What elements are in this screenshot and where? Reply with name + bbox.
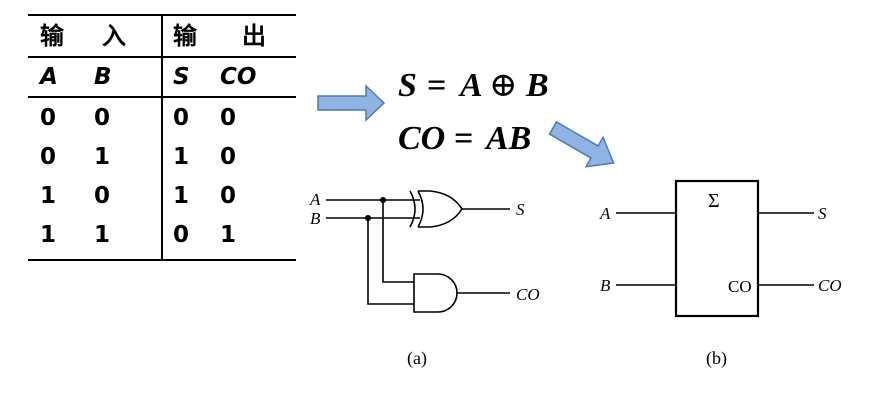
cell-r1-b: 0 [94,105,111,131]
column-header-s: S [173,64,190,90]
cell-r1-a: 0 [40,105,57,131]
junction-dot-b [365,215,371,221]
down-right-arrow-icon [548,120,615,168]
cell-r4-s: 0 [173,222,190,248]
cell-r2-co: 0 [220,144,237,170]
sum-eq-lhs: S [398,67,417,104]
carry-eq-equals: = [454,120,473,157]
cell-r2-b: 1 [94,144,111,170]
cell-r4-a: 1 [40,222,57,248]
circuit-b-input-b: B [600,276,611,295]
header-input-char-1: 输 [40,22,64,50]
sum-equation: S = A ⊕ B [398,67,549,104]
truth-table: 输 入 输 出 A B S CO 0 0 0 0 0 1 1 0 1 0 1 0… [28,14,296,261]
circuit-a-output-co: CO [516,285,540,304]
cell-r3-co: 0 [220,183,237,209]
half-adder-block [674,179,760,318]
caption-b: (b) [706,348,727,369]
circuit-b [616,179,814,318]
sigma-symbol: Σ [708,190,720,212]
sum-eq-b: B [525,67,549,104]
cell-r3-b: 0 [94,183,111,209]
block-internal-co-label: CO [728,277,752,296]
cell-r4-co: 1 [220,222,237,248]
carry-eq-lhs: CO [398,120,445,157]
column-header-a: A [40,64,58,90]
xor-gate [409,190,463,228]
circuit-a-input-b: B [310,209,321,228]
cell-r3-a: 1 [40,183,57,209]
column-header-b: B [94,64,112,90]
header-input-char-2: 入 [102,22,126,50]
cell-r2-a: 0 [40,144,57,170]
header-output-char-2: 出 [242,22,266,50]
and-gate [413,273,458,313]
header-output-char-1: 输 [173,22,197,50]
right-arrow-icon [317,84,386,122]
circuit-a-output-s: S [516,200,525,219]
cell-r4-b: 1 [94,222,111,248]
cell-r1-co: 0 [220,105,237,131]
circuit-a [326,190,510,313]
table-column-divider [161,14,163,261]
carry-eq-rhs: AB [484,120,531,157]
carry-equation: CO = AB [398,120,531,157]
cell-r1-s: 0 [173,105,190,131]
circuit-a-input-a: A [309,190,321,209]
junction-dot-a [380,197,386,203]
sum-eq-a: A [458,67,483,104]
cell-r3-s: 1 [173,183,190,209]
column-header-co: CO [220,64,257,90]
sum-eq-equals: = [427,67,446,104]
circuit-b-output-co: CO [818,276,842,295]
circuit-b-output-s: S [818,204,827,223]
caption-a: (a) [407,348,427,369]
sum-eq-xor-op: ⊕ [489,67,518,104]
cell-r2-s: 1 [173,144,190,170]
circuit-b-input-a: A [599,204,611,223]
